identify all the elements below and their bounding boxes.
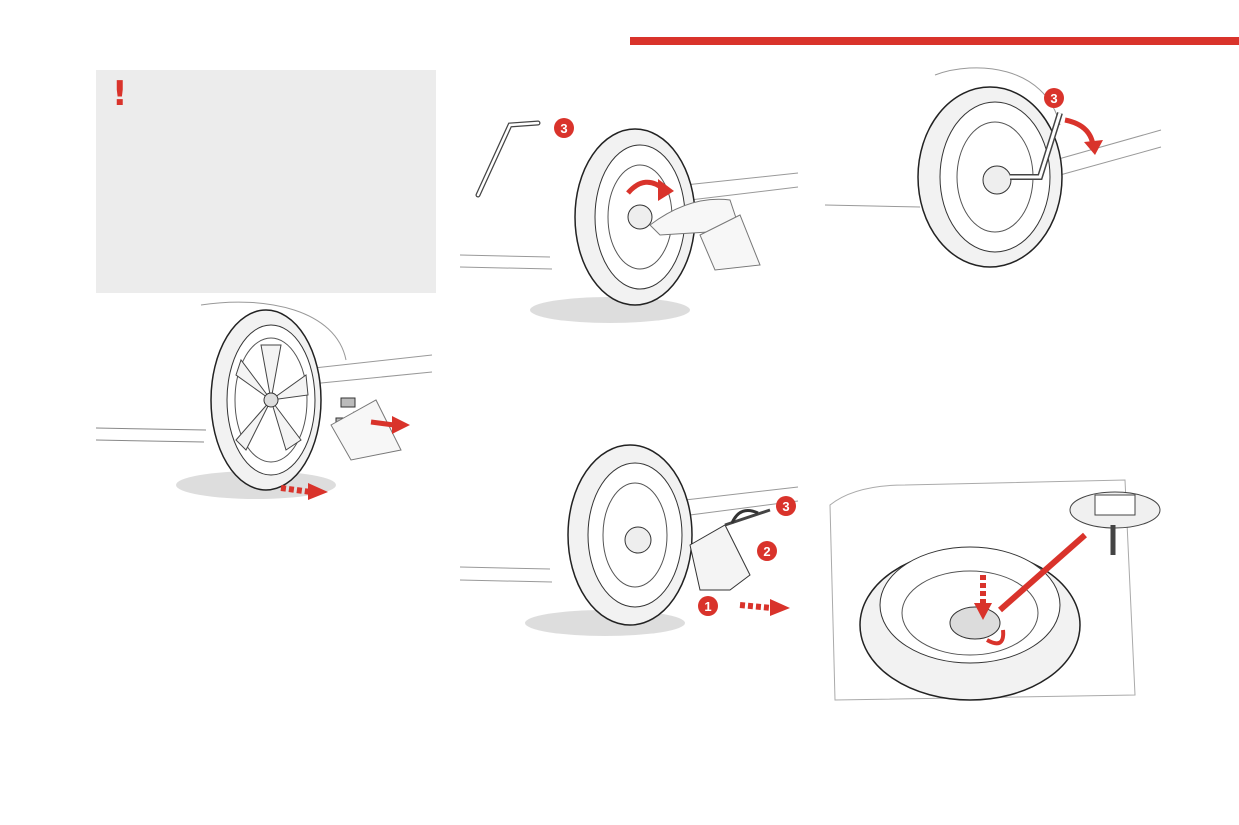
callout-1 [698,596,718,616]
callout-label: 3 [782,499,789,514]
section-color-bar [630,37,1239,45]
callout-label: 3 [1050,91,1057,106]
illustration-tighten-spare-wheel: 3 [825,67,1162,268]
callout-3 [776,496,796,516]
illustration-loosen-with-wrench: 3 [460,118,799,323]
warning-icon: ! [112,74,128,114]
illustration-wheel-nuts-removed [96,301,433,500]
callout-3 [554,118,574,138]
callout-label: 2 [763,544,770,559]
warning-box: ! [96,70,436,293]
callout-label: 3 [560,121,567,136]
callout-3 [1044,88,1064,108]
illustration-remove-jack: 3 2 1 [460,444,799,636]
illustration-stow-wheel-in-well [829,479,1161,701]
callout-2 [757,541,777,561]
callout-label: 1 [704,599,711,614]
